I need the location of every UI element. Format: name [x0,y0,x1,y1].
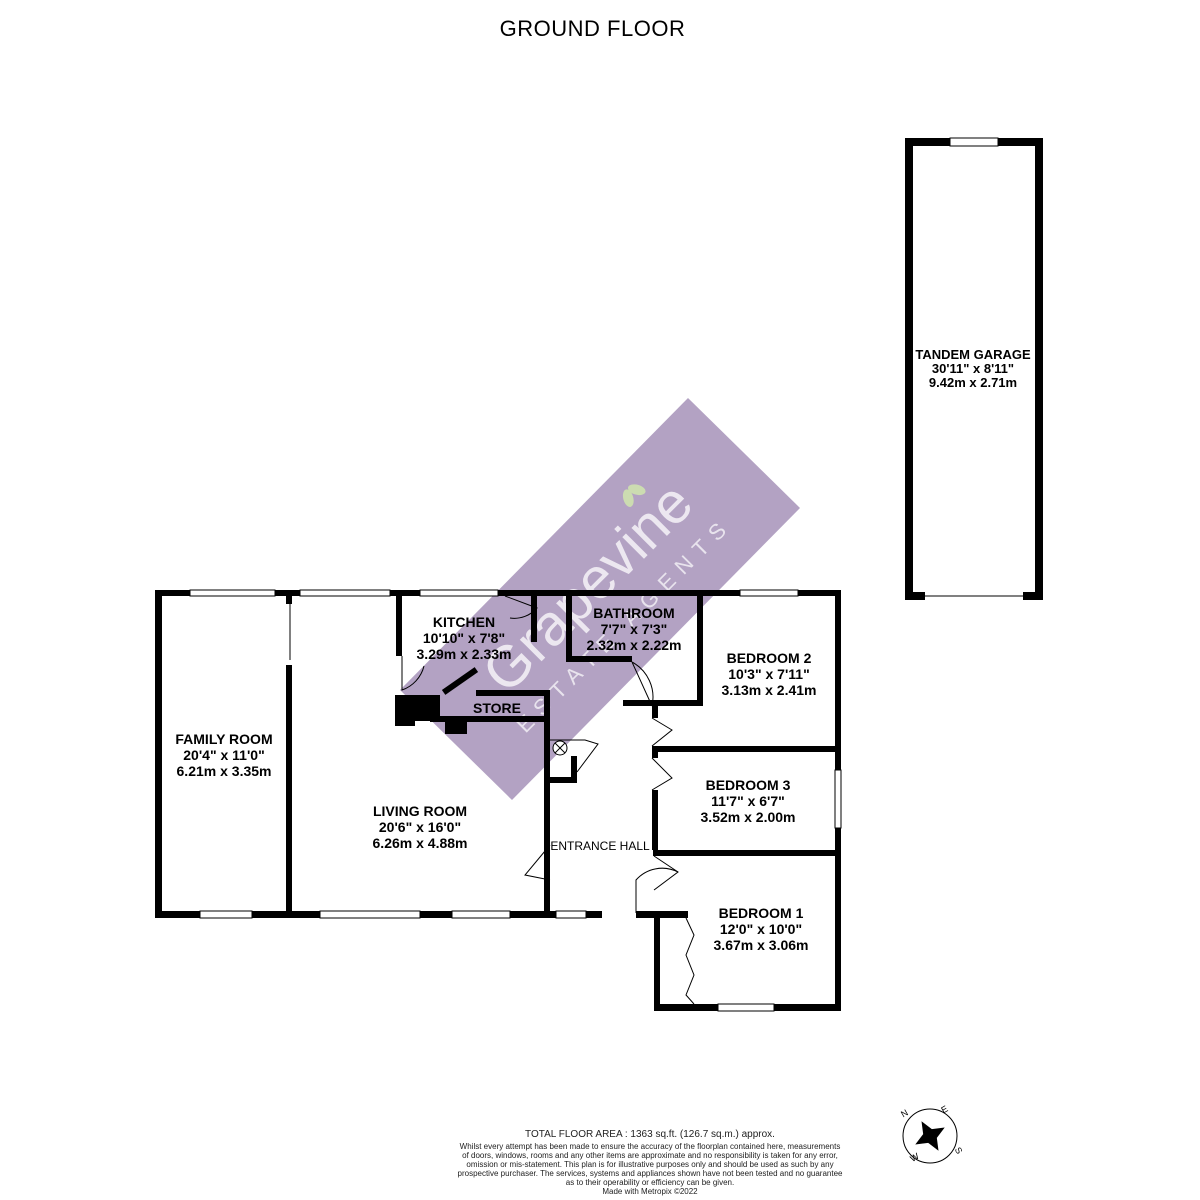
compass-s: S [953,1145,965,1155]
disclaimer-line: of doors, windows, rooms and any other i… [462,1151,838,1160]
room-name: KITCHEN [432,614,496,630]
room-imperial: 10'10" x 7'8" [422,630,506,646]
room-imperial: 7'7" x 7'3" [600,621,668,637]
window [717,1003,775,1012]
room-bedroom-3: BEDROOM 3 11'7" x 6'7" 3.52m x 2.00m [680,777,816,825]
room-family-room: FAMILY ROOM 20'4" x 11'0" 6.21m x 3.35m [160,731,288,779]
disclaimer-line: omission or mis-statement. This plan is … [466,1160,834,1169]
room-living-room: LIVING ROOM 20'6" x 16'0" 6.26m x 4.88m [340,803,500,851]
room-imperial: 30'11" x 8'11" [931,361,1015,376]
disclaimer-line: Whilst every attempt has been made to en… [459,1142,841,1151]
room-metric: 6.26m x 4.88m [372,835,468,851]
window [319,910,421,919]
window [834,769,842,829]
window [451,910,511,919]
room-name: BEDROOM 3 [705,777,791,793]
room-name: BATHROOM [593,605,675,621]
room-imperial: 20'6" x 16'0" [378,819,462,835]
made-with: Made with Metropix ©2022 [602,1187,698,1196]
room-name: BEDROOM 2 [726,650,812,666]
windows [189,589,842,1012]
watermark: Grapevine ESTATE AGENTS [400,398,800,800]
room-imperial: 10'3" x 7'11" [728,666,810,682]
compass-icon: N E S W [899,1104,964,1164]
window [555,910,587,919]
room-name: TANDEM GARAGE [915,347,1031,362]
room-name: LIVING ROOM [372,803,468,819]
garage-walls [905,137,1043,600]
floor-heading: GROUND FLOOR [499,16,686,41]
entrance-hall-label: ENTRANCE HALL [550,839,650,853]
compass-w: W [908,1151,921,1164]
watermark-band [400,398,800,800]
compass-e: E [939,1104,949,1116]
room-metric: 3.52m x 2.00m [700,809,796,825]
disclaimer-line: as to their operability or efficiency ca… [565,1178,735,1187]
room-imperial: 20'4" x 11'0" [183,747,265,763]
window [299,589,391,597]
room-bedroom-1: BEDROOM 1 12'0" x 10'0" 3.67m x 3.06m [696,905,826,953]
room-metric: 9.42m x 2.71m [928,375,1018,390]
room-name: BEDROOM 1 [718,905,804,921]
window [419,589,499,597]
room-metric: 6.21m x 3.35m [176,763,272,779]
door-swings [401,595,695,1005]
room-metric: 3.13m x 2.41m [721,682,817,698]
room-kitchen: KITCHEN 10'10" x 7'8" 3.29m x 2.33m [404,614,524,662]
room-imperial: 11'7" x 6'7" [711,793,785,809]
footer: TOTAL FLOOR AREA : 1363 sq.ft. (126.7 sq… [440,1128,860,1196]
room-tandem-garage: TANDEM GARAGE 30'11" x 8'11" 9.42m x 2.7… [912,348,1034,390]
room-bathroom: BATHROOM 7'7" x 7'3" 2.32m x 2.22m [574,605,694,653]
window [739,589,799,597]
room-metric: 3.67m x 3.06m [713,937,809,953]
store-valve-icon [552,740,568,756]
compass-n: N [899,1107,910,1119]
window [189,589,276,597]
total-floor-area: TOTAL FLOOR AREA : 1363 sq.ft. (126.7 sq… [525,1129,775,1140]
room-metric: 2.32m x 2.22m [586,637,682,653]
window [199,910,253,919]
room-metric: 3.29m x 2.33m [416,646,512,662]
room-name: FAMILY ROOM [175,731,273,747]
room-bedroom-2: BEDROOM 2 10'3" x 7'11" 3.13m x 2.41m [706,650,832,698]
disclaimer-line: prospective purchaser. The services, sys… [457,1169,843,1178]
store-label: STORE [473,700,521,716]
window [949,137,999,147]
leaf-icon [622,484,646,507]
room-imperial: 12'0" x 10'0" [719,921,803,937]
